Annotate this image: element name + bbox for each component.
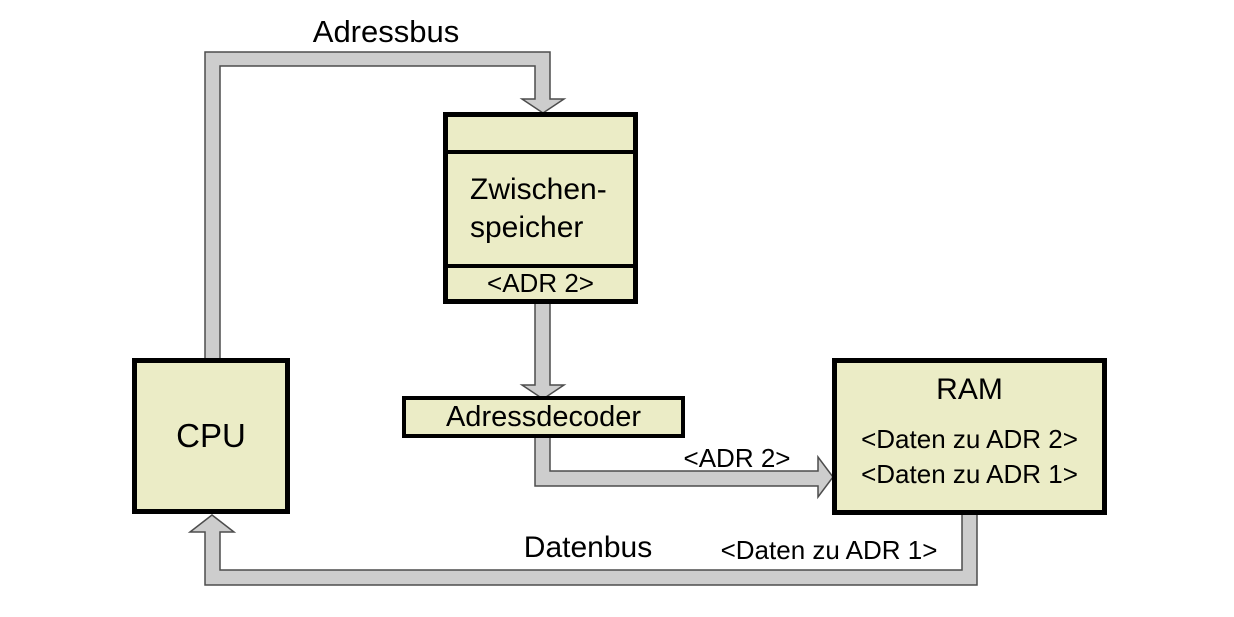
buffer-divider-bottom [448,264,633,268]
daten-zu-adr1-bus-label: <Daten zu ADR 1> [720,535,938,565]
cpu-box: CPU [132,358,290,514]
datenbus-arrow [187,512,978,586]
decoder-box: Adressdecoder [402,396,685,438]
ram-box: RAM <Daten zu ADR 2> <Daten zu ADR 1> [832,358,1107,515]
buffer-empty-band [448,117,633,150]
buffer-label-line2: speicher [470,210,584,244]
buffer-label: Zwischen- speicher [448,154,633,264]
decoder-to-ram-arrow [534,435,834,500]
buffer-label-line1: Zwischen- [470,172,607,206]
ram-title: RAM [936,373,1003,406]
adressbus-label: Adressbus [312,14,460,49]
decoder-label: Adressdecoder [445,400,642,433]
buffer-to-decoder-arrow [519,299,567,400]
buffer-box: Zwischen- speicher <ADR 2> [443,112,638,304]
buffer-divider-top [448,149,633,154]
adressbus-arrow [204,51,567,361]
buffer-value: <ADR 2> [487,267,594,298]
cpu-label: CPU [176,417,246,454]
ram-entry: <Daten zu ADR 1> [861,459,1078,489]
ram-entry: <Daten zu ADR 2> [861,424,1078,454]
datenbus-label: Datenbus [523,531,653,564]
adr2-bus-label: <ADR 2> [683,443,791,473]
